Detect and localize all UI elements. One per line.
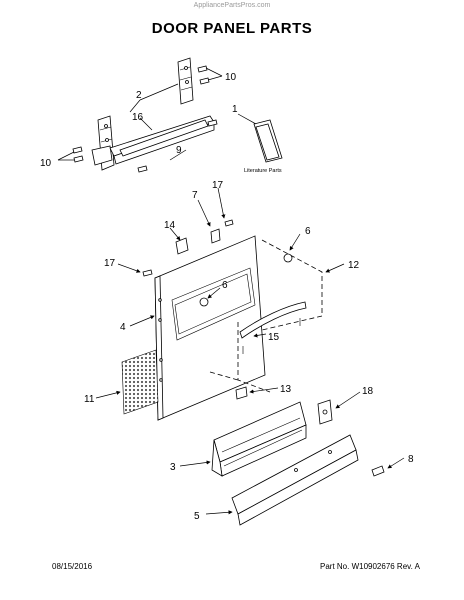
- callout-10a: 10: [225, 72, 237, 83]
- footer-part-number: Part No. W10902676 Rev. A: [320, 562, 420, 571]
- outer-door-panel: [154, 235, 266, 421]
- hinge-clip: [175, 237, 189, 255]
- page-title: DOOR PANEL PARTS: [151, 20, 313, 37]
- callout-10b: 10: [40, 158, 52, 169]
- support-rail: [109, 115, 215, 165]
- callout-13: 13: [280, 384, 292, 395]
- hinge-screws: [72, 65, 218, 173]
- callout-12: 12: [348, 260, 360, 271]
- door-label: [235, 386, 248, 400]
- insulation-pad: [121, 349, 159, 415]
- callout-2: 2: [136, 90, 142, 101]
- callout-3: 3: [170, 462, 176, 473]
- control-bracket: [317, 399, 333, 425]
- callout-15: 15: [268, 332, 280, 343]
- footer-date: 08/15/2016: [52, 562, 93, 571]
- bracket-clip: [210, 228, 221, 244]
- literature-booklet: [253, 119, 283, 163]
- callout-9: 9: [176, 145, 182, 156]
- callout-numbers: 1 2 3 4 5 6 6 7 8 9 10 10 11 12 13 14 15…: [40, 72, 414, 522]
- callout-14: 14: [164, 220, 176, 231]
- callout-18: 18: [362, 386, 374, 397]
- callout-7: 7: [192, 190, 198, 201]
- callout-17a: 17: [212, 180, 224, 191]
- bottom-trim-panel: [231, 434, 359, 526]
- screw-bottom: [371, 465, 385, 477]
- callout-8: 8: [408, 454, 414, 465]
- callout-4: 4: [120, 322, 126, 333]
- handle-spacers: [199, 253, 293, 307]
- callout-5: 5: [194, 511, 200, 522]
- handle-assembly-outline: [209, 239, 323, 393]
- callout-11: 11: [84, 394, 95, 405]
- callout-16: 16: [132, 112, 144, 123]
- leader-lines: [57, 67, 405, 515]
- callout-1: 1: [232, 104, 238, 115]
- callout-6b: 6: [222, 280, 228, 291]
- callout-6a: 6: [305, 226, 311, 237]
- hinge-bracket-right: [177, 57, 194, 105]
- watermark: AppliancePartsPros.com: [193, 2, 271, 9]
- control-panel-assembly: [211, 401, 307, 477]
- door-handle: [239, 301, 307, 354]
- literature-parts-label: Literature Parts: [244, 168, 282, 174]
- screws-top: [142, 219, 234, 277]
- callout-17b: 17: [104, 258, 116, 269]
- hinge-bracket-left: [91, 115, 115, 171]
